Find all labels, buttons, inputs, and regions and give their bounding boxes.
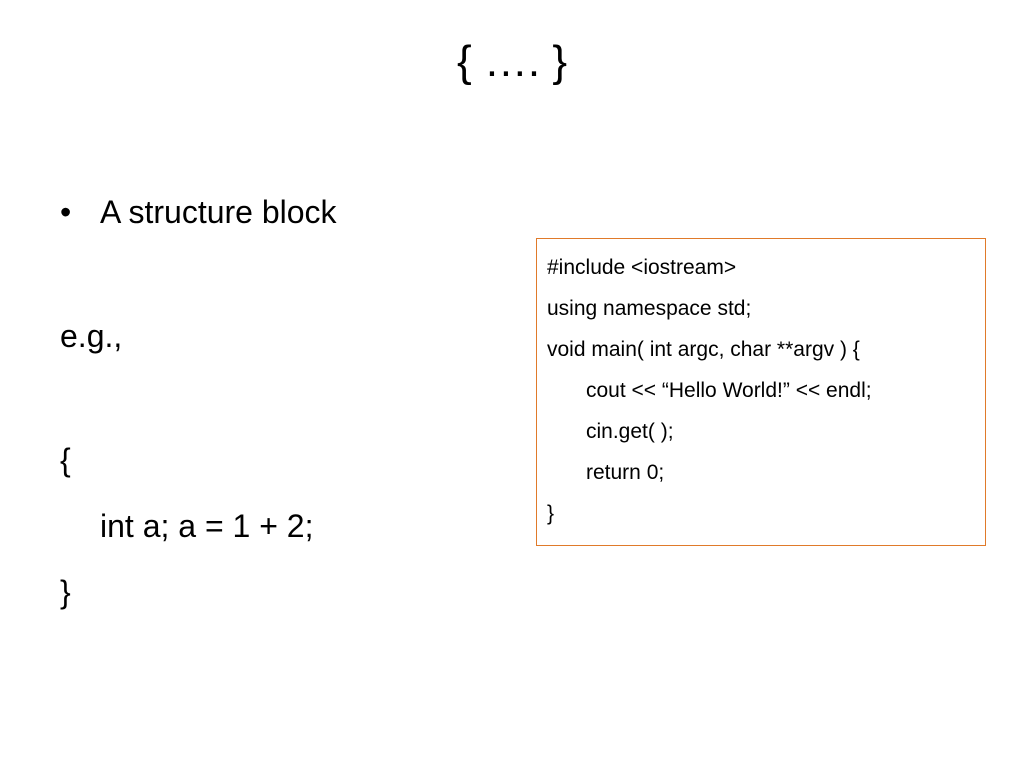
example-open-brace: {: [60, 442, 71, 478]
bullet-item: • A structure block: [60, 190, 500, 234]
code-line-cout: cout << “Hello World!” << endl;: [586, 379, 872, 402]
example-close-brace: }: [60, 574, 71, 610]
code-line-return: return 0;: [586, 461, 665, 484]
example-statement: int a; a = 1 + 2;: [100, 508, 314, 544]
bullet-text: A structure block: [100, 194, 337, 230]
code-line-cin-get: cin.get( );: [586, 420, 674, 443]
code-line-close-brace: }: [547, 502, 555, 525]
code-line-main-signature: void main( int argc, char **argv ) {: [547, 338, 860, 361]
code-line-namespace: using namespace std;: [547, 297, 752, 320]
left-content: • A structure block e.g., { int a; a = 1…: [60, 190, 500, 614]
slide-title: { …. }: [456, 37, 568, 86]
example-label: e.g.,: [60, 318, 123, 354]
code-line-include: #include <iostream>: [547, 256, 737, 279]
bullet-symbol: •: [60, 194, 72, 230]
code-box: #include <iostream> using namespace std;…: [536, 238, 986, 546]
